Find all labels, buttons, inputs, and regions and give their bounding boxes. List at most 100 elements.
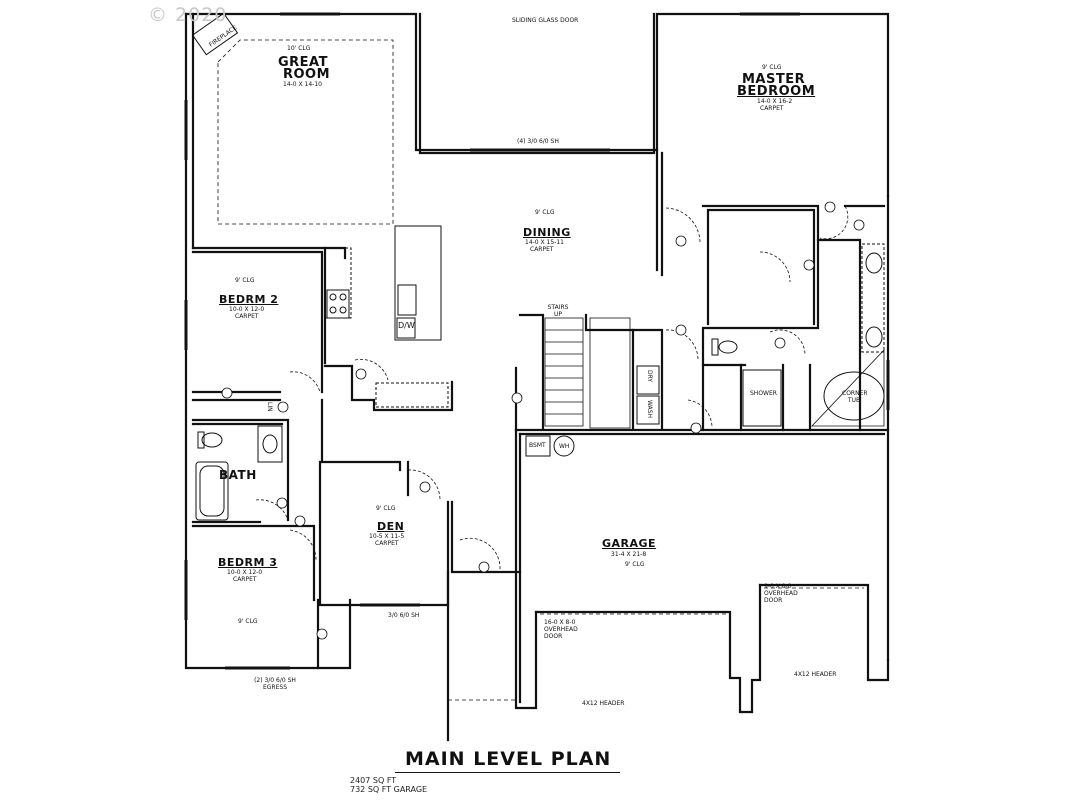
door-tag <box>419 481 431 493</box>
garage-area: 732 SQ FT GARAGE <box>350 785 428 794</box>
door-swing <box>354 359 389 381</box>
door-tag <box>690 422 702 434</box>
den-name: DEN <box>377 520 405 533</box>
washer <box>636 395 660 425</box>
garage-size: 31-4 X 21-8 <box>611 551 647 558</box>
garage-wall <box>514 428 538 710</box>
bedrm2-ceiling: 9' CLG <box>235 277 255 284</box>
stair-wall <box>584 313 635 430</box>
kitchen-island <box>394 225 442 341</box>
toilet-tank <box>711 338 719 356</box>
fireplace <box>191 12 239 56</box>
door-tag <box>277 401 289 413</box>
door-tag <box>276 497 288 509</box>
bedrm3-name: BEDRM 3 <box>218 556 278 569</box>
door-swing <box>687 399 713 429</box>
plan-title: MAIN LEVEL PLAN <box>405 748 612 770</box>
door-swing <box>665 329 699 361</box>
wh-label: WH <box>559 443 570 450</box>
garage-door-1-label: 16-0 X 8-0 OVERHEAD DOOR <box>544 619 578 640</box>
master-bath-wall <box>701 204 820 367</box>
dining-size: 14-0 X 15-11 <box>525 239 564 246</box>
window-note-den: 3/0 6/0 SH <box>388 612 420 619</box>
garage-wall <box>534 610 754 714</box>
door-swing <box>665 207 701 243</box>
washer-label: WASH <box>646 400 653 419</box>
den-wall <box>446 500 522 742</box>
master-size: 14-0 X 16-2 <box>757 98 793 105</box>
bedrm3-size: 10-0 X 12-0 <box>227 569 263 576</box>
laundry-wall <box>631 328 664 430</box>
door-tag <box>294 515 306 527</box>
door-tag <box>355 368 367 380</box>
great-room-ceiling-outline <box>217 39 394 225</box>
garage-ceiling: 9' CLG <box>625 561 645 568</box>
interior-wall <box>191 524 316 602</box>
garage-wall <box>750 583 762 714</box>
bath-name: BATH <box>219 468 257 482</box>
dryer <box>636 365 660 395</box>
den-ceiling: 9' CLG <box>376 505 396 512</box>
corner-tub-label: CORNER TUB <box>842 390 868 404</box>
bsmt-unit <box>525 435 551 457</box>
shower <box>742 369 782 427</box>
door-swing <box>289 529 317 561</box>
great-room-name-1: GREAT <box>278 55 328 70</box>
dishwasher <box>396 317 416 339</box>
pantry-counter <box>375 382 449 408</box>
interior-wall <box>191 250 324 394</box>
door-tag <box>316 628 328 640</box>
door-tag <box>774 337 786 349</box>
great-room-name-2: ROOM <box>283 67 331 82</box>
interior-wall <box>320 398 402 472</box>
door-tag <box>803 259 815 271</box>
master-sink <box>865 326 883 348</box>
linen-label: LIN <box>266 402 273 412</box>
water-heater <box>553 435 575 457</box>
door-tag <box>824 201 836 213</box>
dining-name: DINING <box>523 226 571 239</box>
bsmt-label: BSMT <box>529 442 546 449</box>
living-area: 2407 SQ FT <box>350 776 397 785</box>
header-2-label: 4X12 HEADER <box>794 671 837 678</box>
dining-bay-wall <box>418 12 656 155</box>
corner-tub-basin <box>823 371 885 421</box>
shower-label: SHOWER <box>750 390 777 397</box>
interior-wall <box>191 418 290 522</box>
garage-door-2-label: 9-0 X 8-0 OVERHEAD DOOR <box>764 583 798 604</box>
window-note-bedrm3: (2) 3/0 6/0 SH EGRESS <box>254 677 296 691</box>
kitchen-counter <box>324 247 352 319</box>
stairs <box>544 317 631 429</box>
toilet <box>201 432 223 448</box>
range <box>326 289 350 319</box>
kitchen-wall <box>323 364 454 412</box>
dining-ceiling: 9' CLG <box>535 209 555 216</box>
door-swing <box>759 251 791 283</box>
door-swing <box>407 469 441 501</box>
toilet-tank <box>197 431 205 449</box>
door-tag <box>511 392 523 404</box>
garage-name: GARAGE <box>602 537 657 550</box>
window-note-dining-bay: (4) 3/0 6/0 SH <box>517 138 559 145</box>
master-bath-wall <box>816 238 862 432</box>
window-note-dining-top: SLIDING GLASS DOOR <box>512 17 579 24</box>
door-tag <box>675 235 687 247</box>
tub-inner <box>199 465 225 517</box>
vanity <box>257 425 283 463</box>
door-tag <box>221 387 233 399</box>
bedrm3-floor: CARPET <box>233 576 257 583</box>
door-tag <box>675 324 687 336</box>
door-swing <box>819 205 849 240</box>
dryer-label: DRY <box>646 370 653 383</box>
stairs-label: STAIRS UP <box>547 304 569 318</box>
bedrm2-floor: CARPET <box>235 313 259 320</box>
den-size: 10-5 X 11-5 <box>369 533 405 540</box>
master-name-2: BEDROOM <box>737 84 816 99</box>
master-bath-wall <box>706 208 816 326</box>
door-swing <box>255 499 289 521</box>
great-room-ceiling: 10' CLG <box>287 45 311 52</box>
door-swing <box>289 371 321 393</box>
door-swing <box>769 329 806 356</box>
header-1-label: 4X12 HEADER <box>582 700 625 707</box>
